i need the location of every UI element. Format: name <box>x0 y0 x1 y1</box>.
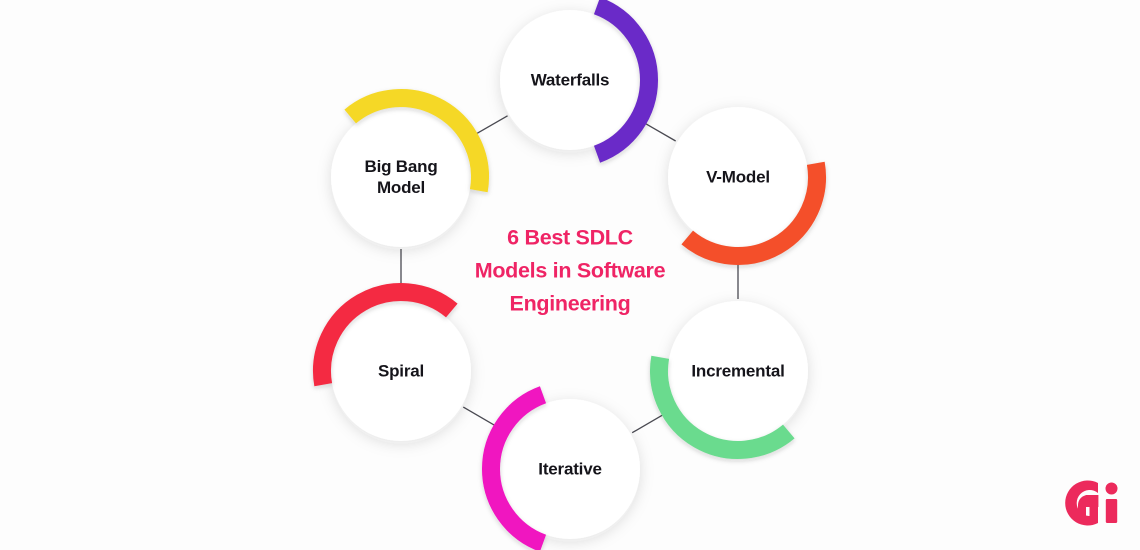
node-circle-waterfalls[interactable] <box>500 10 640 150</box>
node-arc-layer <box>313 0 826 550</box>
node-circle-big-bang-model[interactable] <box>331 107 471 247</box>
logo-i-dot <box>1105 482 1118 495</box>
logo-i-stem <box>1105 499 1118 523</box>
node-circle-v-model[interactable] <box>668 107 808 247</box>
logo-c-ring <box>1065 480 1098 526</box>
node-arc-big-bang-model <box>344 89 489 193</box>
node-circle-spiral[interactable] <box>331 301 471 441</box>
center-title: 6 Best SDLC Models in Software Engineeri… <box>474 225 666 316</box>
logo-m-bridge <box>1085 495 1099 507</box>
node-circle-iterative[interactable] <box>500 399 640 539</box>
node-arc-v-model <box>681 161 826 265</box>
node-arc-waterfalls <box>593 0 658 163</box>
node-circle-incremental[interactable] <box>668 301 808 441</box>
mi-logo <box>1065 480 1118 526</box>
node-circle-layer <box>331 10 808 539</box>
node-arc-spiral <box>313 283 458 387</box>
node-arc-incremental <box>650 355 795 459</box>
node-arc-iterative <box>482 386 547 550</box>
